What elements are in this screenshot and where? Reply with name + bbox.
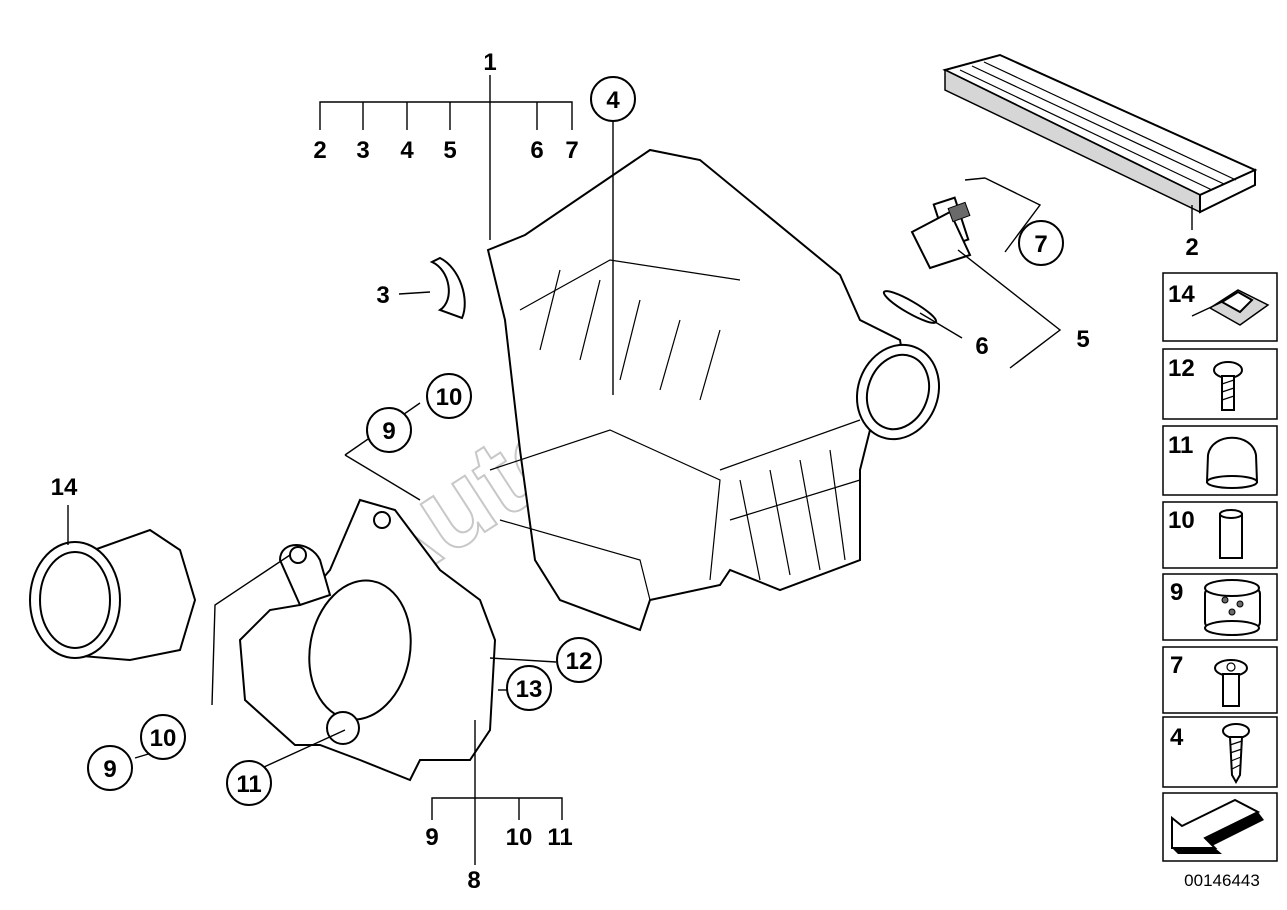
callout-2: 2: [313, 137, 326, 164]
seal-ring[interactable]: [881, 287, 939, 327]
rubber-cap-icon: [1205, 436, 1259, 489]
svg-text:9: 9: [1170, 579, 1183, 606]
callout-circle-9-top: [366, 407, 412, 453]
callout-11-bottom: 11: [547, 824, 572, 851]
callout-circle-12: [556, 637, 602, 683]
air-cleaner-housing[interactable]: [486, 148, 952, 632]
clip-part[interactable]: [429, 256, 466, 320]
svg-text:10: 10: [150, 725, 177, 752]
svg-text:12: 12: [1168, 355, 1195, 382]
callout-5: 5: [443, 137, 456, 164]
callout-circle-4: [590, 76, 636, 122]
svg-text:11: 11: [236, 771, 261, 798]
svg-text:4: 4: [1170, 724, 1184, 751]
callout-3: 3: [356, 137, 369, 164]
callout-7: 7: [565, 137, 578, 164]
screw-icon: [1213, 361, 1243, 411]
air-mass-sensor[interactable]: [910, 196, 972, 270]
svg-text:10: 10: [1168, 507, 1195, 534]
direction-arrow-icon: [1171, 798, 1264, 854]
clip-nut-icon: [1191, 289, 1270, 326]
svg-text:10: 10: [436, 384, 463, 411]
callout-circle-10-left: [140, 714, 186, 760]
callout-4: 4: [400, 137, 414, 164]
callout-2-filter: 2: [1185, 234, 1198, 261]
intake-duct[interactable]: [29, 528, 197, 662]
legend-row-11: 11: [1162, 425, 1278, 496]
sleeve-icon: [1219, 509, 1243, 559]
svg-text:14: 14: [1168, 281, 1195, 308]
legend-row-4: 4: [1162, 716, 1278, 788]
callout-5-sensor: 5: [1076, 326, 1089, 353]
svg-text:12: 12: [566, 648, 593, 675]
callout-9-bottom: 9: [425, 824, 438, 851]
callout-14-left: 14: [51, 474, 78, 501]
legend-row-7: 7: [1162, 646, 1278, 714]
svg-text:13: 13: [516, 676, 543, 703]
legend-row-9: 9: [1162, 573, 1278, 641]
legend-row-10: 10: [1162, 501, 1278, 569]
callout-10-bottom: 10: [506, 824, 533, 851]
document-number: 00146443: [1184, 871, 1260, 890]
callout-circle-11-left: [226, 760, 272, 806]
callout-6-seal: 6: [975, 333, 988, 360]
air-filter-element[interactable]: [942, 53, 1258, 214]
lower-housing[interactable]: [238, 498, 497, 782]
rubber-mount-icon: [1204, 579, 1261, 636]
callout-8: 8: [467, 867, 480, 894]
callout-3-side: 3: [376, 282, 389, 309]
fastener-legend: 14 12 11: [1162, 272, 1278, 890]
callout-circle-9-left: [87, 745, 133, 791]
tapping-screw-icon: [1222, 723, 1250, 785]
callout-labels: 1 2 3 4 5 6 7 4 3 2 7 6 5 10 9 14 10 9 1…: [51, 49, 1199, 894]
callout-1: 1: [483, 49, 496, 76]
svg-text:11: 11: [1168, 432, 1193, 459]
callout-circle-10-top: [426, 373, 472, 419]
callout-6: 6: [530, 137, 543, 164]
callout-circle-13: [506, 665, 552, 711]
legend-row-14: 14: [1162, 272, 1278, 342]
callout-circle-7: [1018, 220, 1064, 266]
svg-text:7: 7: [1170, 652, 1183, 679]
legend-row-arrow: [1162, 792, 1278, 862]
torx-screw-icon: [1214, 659, 1248, 707]
svg-text:9: 9: [382, 418, 395, 445]
svg-text:4: 4: [606, 87, 620, 114]
svg-text:7: 7: [1034, 231, 1047, 258]
legend-row-12: 12: [1162, 348, 1278, 420]
svg-text:9: 9: [103, 756, 116, 783]
